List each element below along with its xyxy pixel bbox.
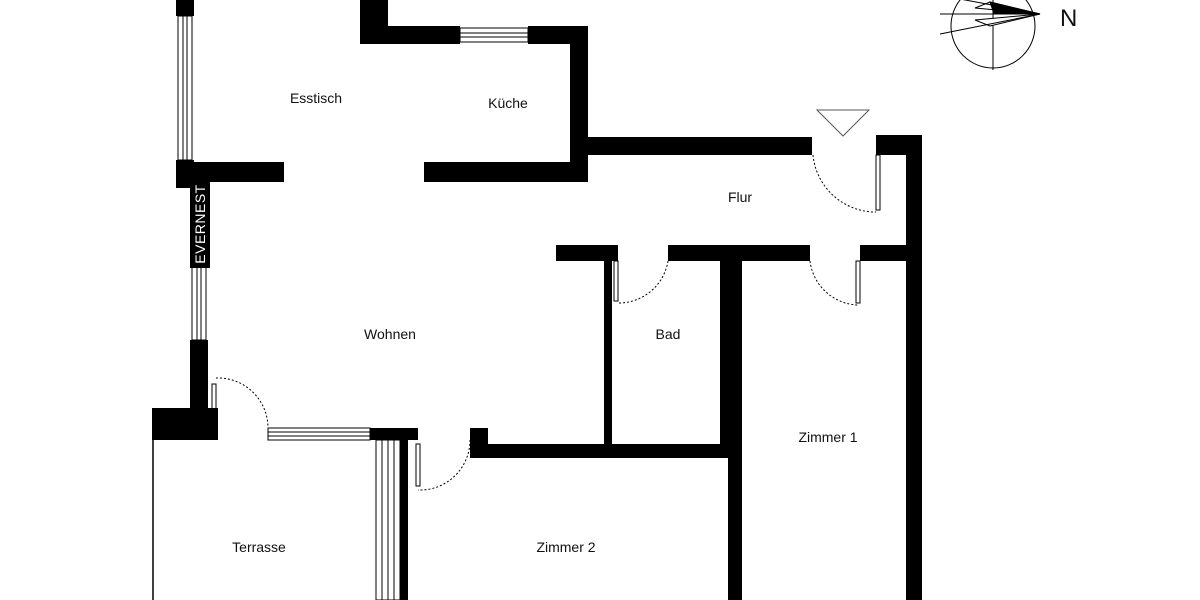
room-label-bad: Bad	[656, 326, 681, 342]
windows	[177, 15, 529, 600]
entrance-marker-icon	[815, 109, 871, 137]
wall-esstisch-stub	[176, 162, 284, 182]
window-wohnen-south	[267, 427, 371, 441]
window-west-upper	[177, 15, 193, 161]
wall-kitchen-east	[570, 26, 588, 182]
brand-badge: EVERNEST	[190, 180, 210, 268]
walls	[152, 0, 922, 600]
wall-flur-north	[588, 137, 812, 155]
door-zimmer2	[415, 439, 471, 491]
door-entrance	[812, 154, 881, 213]
door-bad	[613, 260, 669, 304]
window-kitchen-north	[459, 27, 529, 43]
wall-bad-west	[604, 245, 612, 445]
room-label-kueche: Küche	[488, 95, 528, 111]
wall-east	[906, 135, 922, 600]
room-label-terrasse: Terrasse	[232, 539, 286, 555]
room-label-zimmer1: Zimmer 1	[798, 429, 857, 445]
wall-flur-south-c	[860, 245, 910, 261]
compass-icon	[939, 0, 1041, 70]
room-labels: Esstisch Küche Flur Wohnen Bad Zimmer 1 …	[232, 90, 858, 555]
room-label-wohnen: Wohnen	[364, 326, 416, 342]
wall-flur-south-a	[556, 245, 618, 261]
room-label-zimmer2: Zimmer 2	[536, 539, 595, 555]
door-terrasse	[211, 377, 269, 429]
window-west-lower	[191, 265, 207, 341]
room-label-flur: Flur	[728, 189, 752, 205]
wall-zimmer1-west	[728, 245, 742, 600]
wall-west-top	[176, 0, 194, 16]
wall-terrace-corner	[152, 408, 218, 440]
brand-logo-text: EVERNEST	[192, 184, 208, 263]
wall-zimmer2-north	[478, 444, 740, 458]
wall-zimmer2-stub	[470, 428, 488, 458]
doors	[211, 154, 881, 491]
wall-zimmer2-west	[400, 428, 408, 600]
room-label-esstisch: Esstisch	[290, 90, 342, 106]
window-terrace-vertical	[375, 439, 401, 600]
north-label: N	[1060, 5, 1077, 32]
wall-kitchen-south	[424, 162, 588, 182]
wall-terrace-door-jamb	[370, 428, 418, 440]
wall-kitchen-north-a	[360, 26, 460, 44]
door-zimmer1	[809, 260, 861, 306]
